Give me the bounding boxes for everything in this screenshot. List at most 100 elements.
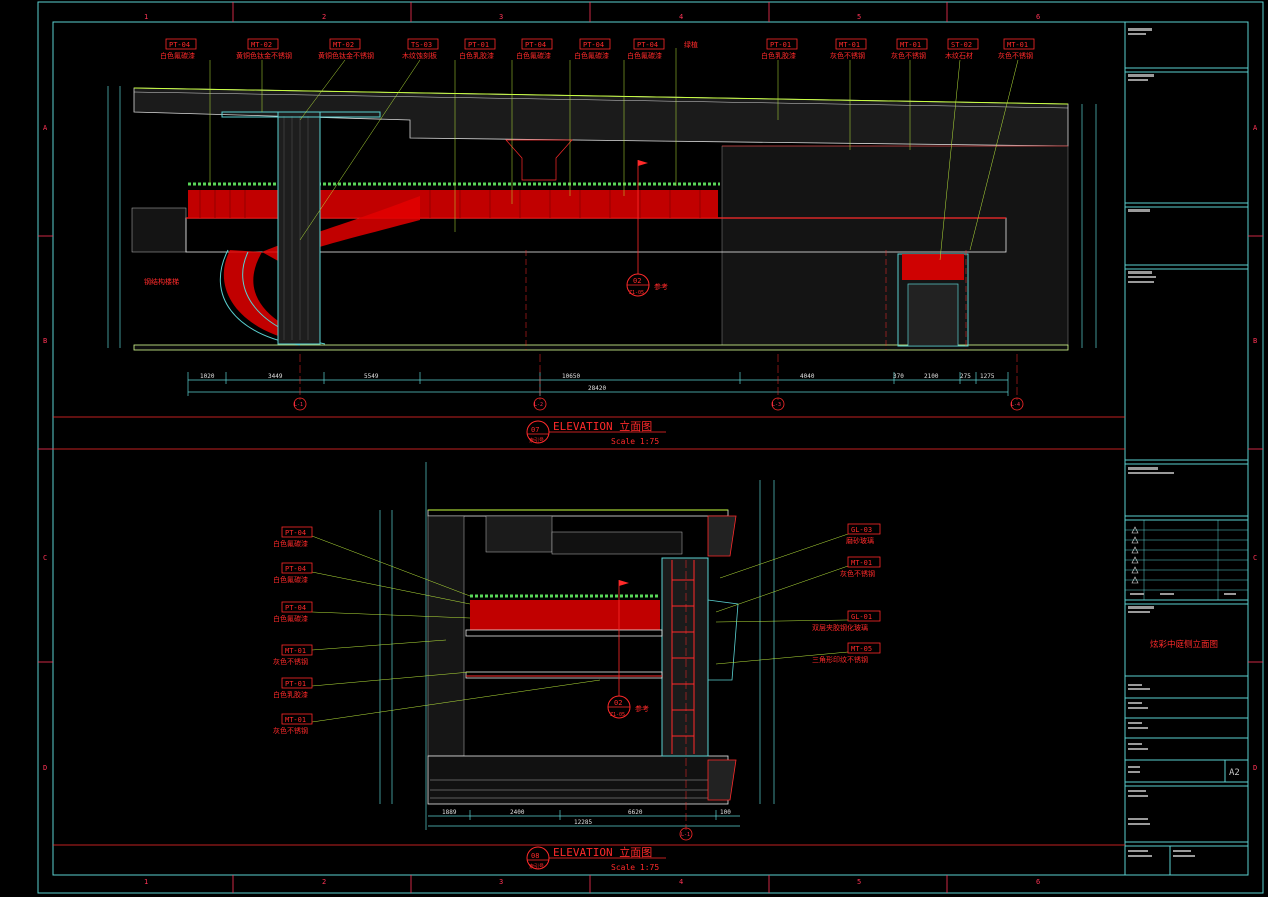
grid-ticks [38,2,1263,893]
grid-col-3-bot: 3 [499,878,503,886]
tag-code: MT-01 [285,647,306,655]
section-ref-code: 02 [633,277,641,285]
grid-row-c-right: C [1253,554,1257,562]
tag-code: MT-01 [839,41,860,49]
grid-col-6-top: 6 [1036,13,1040,21]
tag-code: PT-04 [525,41,546,49]
tag-code: GL-03 [851,526,872,534]
revision-table [1125,520,1248,600]
tag-desc: 白色氟碳漆 [273,575,308,584]
tag-desc: 白色氟碳漆 [516,51,551,60]
spiral-stair-note: 钢结构楼梯 [144,277,179,286]
sheet-size: A2 [1229,768,1240,778]
dim-text: 1275 [980,373,995,380]
tag-desc: 黄铜色钛金不锈钢 [236,51,292,60]
elevation-07-drawing [107,48,1097,411]
grid-col-4-bot: 4 [679,878,683,886]
elevation-07-title [53,416,1125,450]
axis-label: L-2 [534,402,543,408]
dim-text: 3449 [268,373,283,380]
tag-code: MT-01 [1007,41,1028,49]
view-number-sub: 索引号 [529,863,544,870]
tag-code: MT-02 [333,41,354,49]
grid-col-5-bot: 5 [857,878,861,886]
tag-desc: 灰色不锈钢 [998,51,1033,60]
view-scale: Scale 1:75 [611,437,659,446]
tag-desc: 灰色不锈钢 [273,657,308,666]
view-title: ELEVATION 立面图 [553,419,652,433]
section-ref-sub: Z1-05 [610,712,625,718]
tag-desc: 灰色不锈钢 [830,51,865,60]
tag-desc: 白色氟碳漆 [273,539,308,548]
axis-label: L-1 [294,402,303,408]
tag-code: PT-01 [285,680,306,688]
elevation-08-title [53,844,1125,870]
outer-border [37,1,1264,894]
title-block [1125,67,1248,875]
tag-code: PT-04 [285,604,306,612]
dim-total: 12285 [574,819,592,826]
section-ref-note: 参考 [635,704,649,713]
axis-label: L-3 [772,402,781,408]
grid-col-1-bot: 1 [144,878,148,886]
tag-desc: 黄铜色钛金不锈钢 [318,51,374,60]
view-number-sub: 索引号 [529,437,544,444]
dim-text: 1020 [200,373,215,380]
dim-text: 100 [720,809,731,816]
tag-code: TS-03 [411,41,432,49]
tag-code: PT-04 [583,41,604,49]
tag-code: PT-04 [637,41,658,49]
dim-total: 28420 [588,385,606,392]
elevation-07-tags: PT-04 白色氟碳漆 MT-02 黄铜色钛金不锈钢 MT-02 黄铜色钛金不锈… [144,38,1035,296]
tag-code: PT-04 [285,565,306,573]
view-number: 07 [531,426,539,434]
grid-row-c-left: C [43,554,47,562]
dim-text: 275 [960,373,971,380]
dim-text: 10650 [562,373,580,380]
tag-desc: 灰色不锈钢 [840,569,875,578]
elevation-08-drawing [311,462,849,841]
grid-row-b-left: B [43,337,47,345]
tag-code: MT-02 [251,41,272,49]
tag-desc: 灰色不锈钢 [273,726,308,735]
tag-code: ST-02 [951,41,972,49]
tag-code: MT-01 [900,41,921,49]
greenery-note: 绿植 [684,40,698,49]
grid-col-2-top: 2 [322,13,326,21]
axis-label: L-1 [681,832,690,838]
grid-col-3-top: 3 [499,13,503,21]
section-ref-note: 参考 [654,282,668,291]
grid-row-d-right: D [1253,764,1257,772]
dim-text: 6620 [628,809,643,816]
grid-row-d-left: D [43,764,47,772]
section-ref-sub: Z1-05 [629,290,644,296]
tag-desc: 白色氟碳漆 [627,51,662,60]
tag-desc: 灰色不锈钢 [891,51,926,60]
grid-row-a-left: A [43,124,48,132]
view-number: 08 [531,852,539,860]
dim-text: 2400 [510,809,525,816]
dim-text: 2100 [924,373,939,380]
axis-label: L-4 [1011,402,1020,408]
view-title: ELEVATION 立面图 [553,845,652,859]
tag-desc: 三角形印纹不锈钢 [812,655,868,664]
revision-markers [1131,526,1139,584]
tag-code: PT-04 [169,41,190,49]
tag-desc: 白色氟碳漆 [160,51,195,60]
dim-text: 370 [893,373,904,380]
grid-row-a-right: A [1253,124,1258,132]
title-block-fine-print [1128,28,1236,857]
dim-text: 5549 [364,373,379,380]
grid-col-5-top: 5 [857,13,861,21]
tag-code: PT-01 [468,41,489,49]
dim-text: 1889 [442,809,457,816]
grid-col-2-bot: 2 [322,878,326,886]
dim-text: 4040 [800,373,815,380]
tag-code: MT-01 [285,716,306,724]
view-scale: Scale 1:75 [611,863,659,872]
tag-desc: 白色乳胶漆 [273,690,308,699]
drawing-title: 炫彩中庭侧立面图 [1150,639,1218,650]
tag-code: PT-01 [770,41,791,49]
tag-desc: 白色乳胶漆 [761,51,796,60]
